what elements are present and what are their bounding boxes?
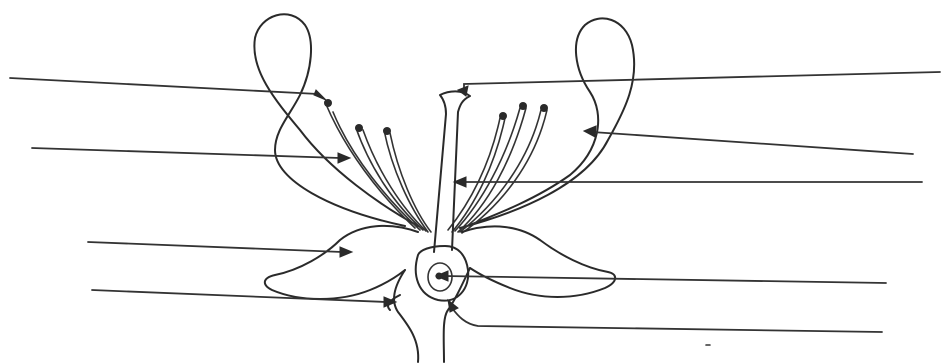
stamen-filament — [460, 110, 541, 232]
left-stamens — [324, 99, 431, 232]
arrowhead — [584, 126, 596, 137]
arrowhead — [340, 247, 352, 257]
stamen-filament — [356, 128, 423, 230]
right-petal — [460, 18, 634, 228]
anther — [499, 112, 507, 120]
arrowhead — [314, 90, 326, 100]
arrowhead — [436, 271, 448, 281]
leader-line — [88, 242, 342, 252]
left-leaders — [10, 78, 396, 307]
leader-line — [92, 290, 386, 302]
anther — [383, 127, 391, 135]
right-leaders — [436, 72, 940, 332]
arrowhead — [458, 86, 468, 96]
arrowhead — [338, 153, 350, 163]
leader-line — [444, 276, 886, 283]
anther — [519, 102, 527, 110]
leader-line — [32, 148, 340, 158]
leader-line — [452, 308, 882, 332]
leader-line — [592, 132, 913, 154]
right-sepal — [462, 226, 615, 297]
anther — [540, 104, 548, 112]
anther — [355, 124, 363, 132]
leader-line — [464, 72, 940, 92]
stamen-filament — [325, 102, 415, 228]
leader-line — [10, 78, 318, 94]
